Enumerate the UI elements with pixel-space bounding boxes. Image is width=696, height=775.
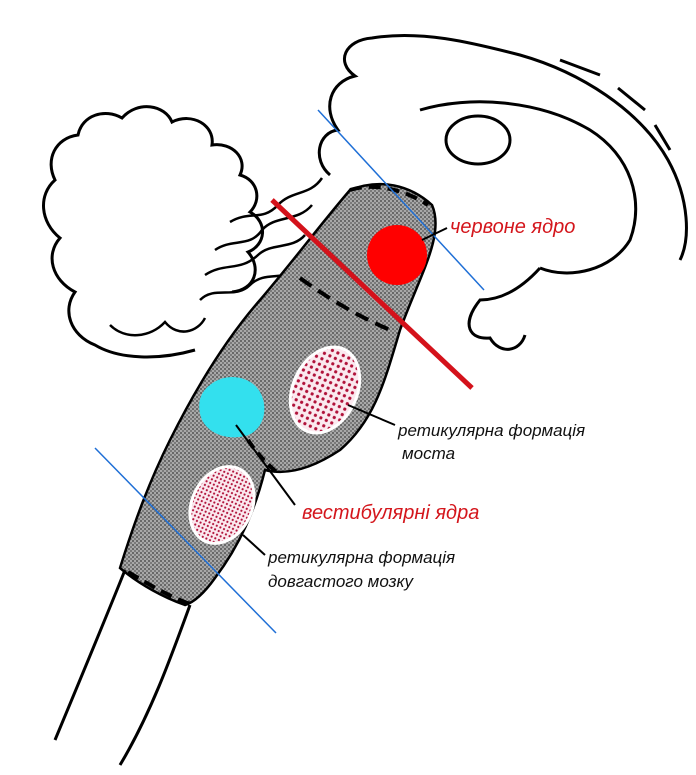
- vestibular-nuclei-label: вестибулярні ядра: [302, 502, 479, 525]
- vestibular-nuclei: [199, 377, 264, 437]
- medulla-reticular-leader: [243, 535, 265, 555]
- red-nucleus: [367, 225, 427, 285]
- thalamic-circle: [446, 116, 510, 164]
- cerebellum-outline: [44, 107, 263, 357]
- pons-reticular-label-line2: моста: [402, 444, 455, 464]
- spinal-cord-right: [120, 605, 190, 765]
- pons-reticular-label-line1: ретикулярна формація: [398, 421, 585, 441]
- spinal-cord-left: [55, 570, 125, 740]
- red-nucleus-label: червоне ядро: [450, 216, 575, 239]
- cerebellum-lower-lobe: [110, 318, 205, 335]
- medulla-reticular-label-line1: ретикулярна формація: [268, 548, 455, 568]
- medulla-reticular-label-line2: довгастого мозку: [268, 572, 413, 592]
- mamillary-outline: [469, 268, 540, 349]
